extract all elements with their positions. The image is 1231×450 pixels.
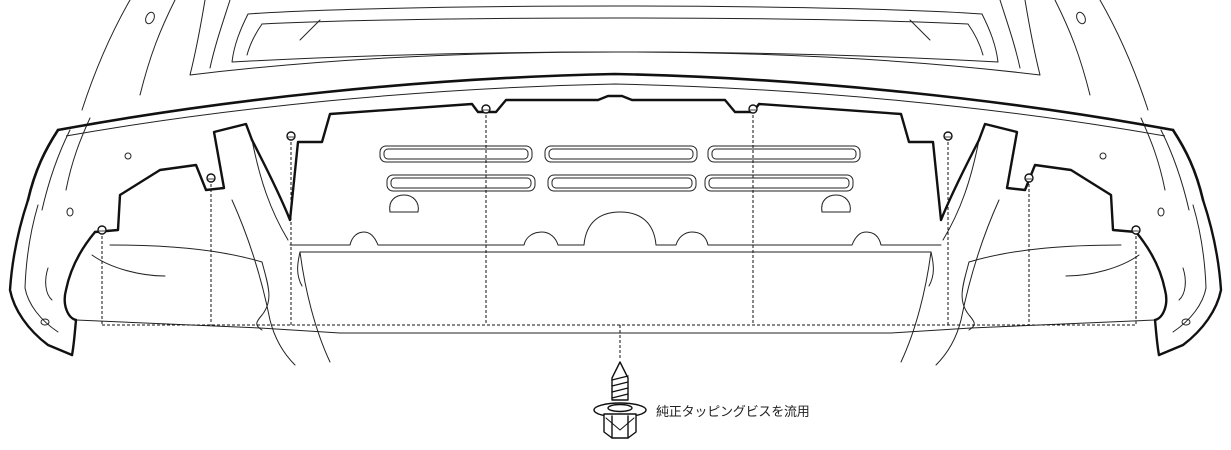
tapping-screw-icon xyxy=(593,361,647,439)
vent-slot-upper-center xyxy=(544,145,698,163)
dashed-leader-lines xyxy=(101,115,1137,360)
screw-hole-4 xyxy=(481,104,491,114)
screw-callout-label: 純正タッピングビスを流用 xyxy=(656,405,810,420)
vent-slots xyxy=(379,145,861,213)
screw-hole-1 xyxy=(97,225,107,235)
screw-hole-3 xyxy=(286,131,296,141)
vent-slot-lower-center xyxy=(547,174,697,192)
bumper-right-side xyxy=(1153,198,1223,357)
car-body-outline xyxy=(41,0,1190,211)
round-hole-right xyxy=(821,194,851,213)
undercover-bottom-edge xyxy=(289,211,942,334)
lower-body-lines xyxy=(75,139,1156,366)
screw-hole-2 xyxy=(206,173,216,183)
screw-hole-8 xyxy=(1131,225,1141,235)
round-hole-left xyxy=(389,194,419,213)
screw-hole-6 xyxy=(943,131,953,141)
bumper-left-side xyxy=(8,198,78,357)
screw-holes xyxy=(97,104,1141,235)
screw-hole-7 xyxy=(1024,173,1034,183)
vent-slot-upper-left xyxy=(379,145,533,163)
vent-slot-lower-left xyxy=(386,174,536,192)
vent-slot-upper-right xyxy=(707,145,861,163)
screw-hole-5 xyxy=(748,104,758,114)
bumper-top-edge xyxy=(26,72,1205,202)
vent-slot-lower-right xyxy=(704,174,854,192)
undercover-outline xyxy=(93,94,1138,234)
